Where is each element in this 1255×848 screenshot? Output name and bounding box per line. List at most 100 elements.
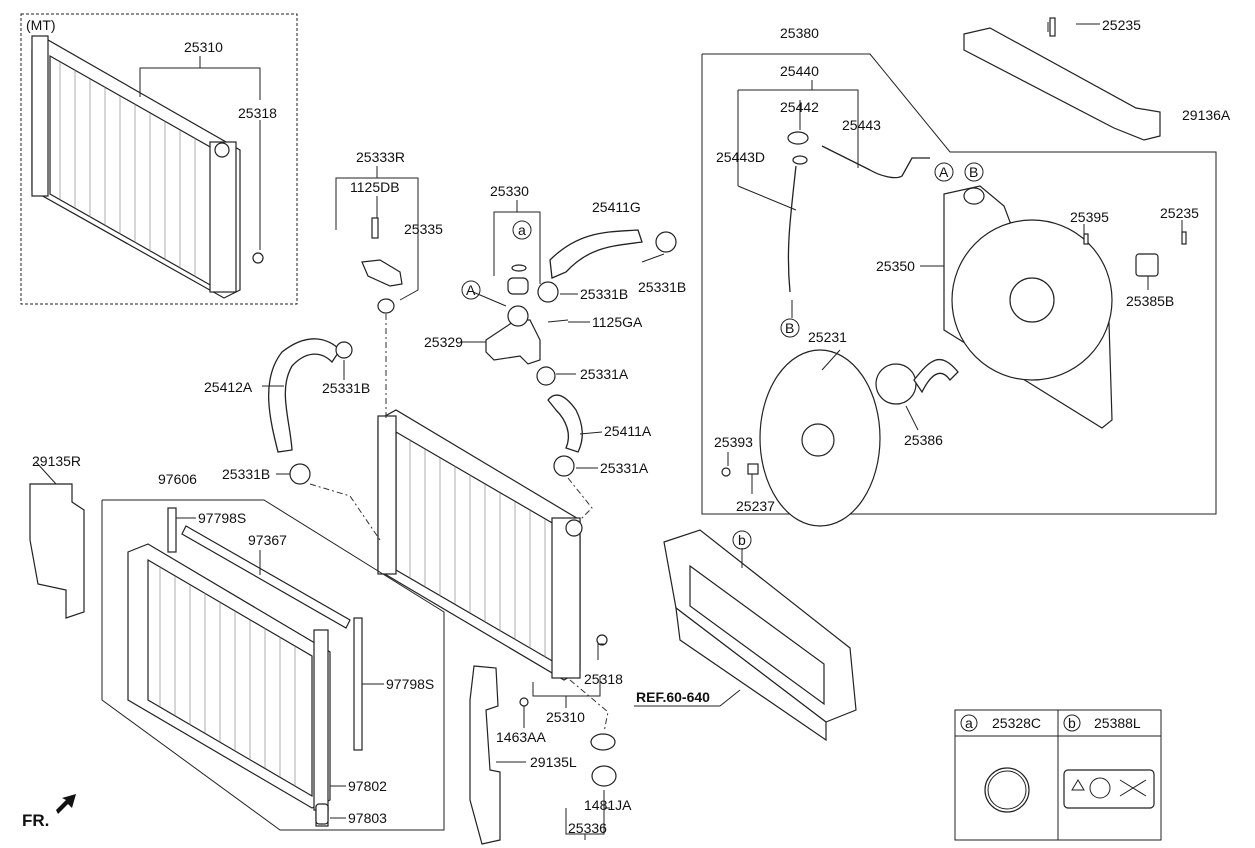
label-25393: 25393 [714,434,753,450]
clamp-25331B-d [655,231,677,253]
bolt-25395 [1083,233,1089,245]
bolt-25235-top [1049,17,1056,37]
clip-25237 [747,463,759,475]
clamp-25331B-b [289,463,311,485]
label-25331B-1: 25331B [580,286,628,302]
label-29136A: 29136A [1182,107,1231,123]
legend-b-part: 25388L [1094,715,1141,731]
seal-97367 [181,525,351,629]
circle-B-2 [780,318,800,338]
label-A-circle-1: A [466,282,476,298]
circle-A-2 [934,162,954,182]
label-25235-top: 25235 [1102,17,1141,33]
air-guide-29135R [29,483,85,619]
condenser-group-outline [101,499,445,831]
label-97803: 97803 [348,810,387,826]
label-mt: (MT) [26,17,56,33]
label-25443D: 25443D [716,149,765,165]
label-25318-bottom: 25318 [584,671,623,687]
label-1463AA: 1463AA [496,729,546,745]
insulator-top [590,733,616,751]
fan-shroud-25350 [943,185,1113,429]
label-25386: 25386 [904,432,943,448]
label-25440: 25440 [780,63,819,79]
cap-25442 [787,131,809,145]
hose-25412A [267,338,341,453]
label-97798S-1: 97798S [198,510,246,526]
radiator-mt [31,35,264,299]
legend-a-part: 25328C [992,715,1041,731]
label-1125DB: 1125DB [350,179,400,195]
dash-2 [309,483,381,541]
fan-group-outline [701,53,1217,515]
label-A-circle-2: A [939,164,949,180]
circle-B-1 [964,162,984,182]
bolt-1125GA [547,319,569,323]
label-B-circle-2: B [785,320,794,336]
label-25411A: 25411A [604,423,652,439]
legend-box [954,709,1162,841]
reservoir-cap [963,187,985,205]
label-a-circle-1: a [518,222,526,238]
resistor-25385B [1135,253,1159,277]
carrier-front-end [663,529,857,742]
radiator-main [377,409,608,681]
circle-A-1 [461,280,481,300]
seal-25442 [792,155,808,165]
gasket-25330 [507,277,529,295]
label-25235-mid: 25235 [1160,205,1199,221]
label-25412A: 25412A [204,379,253,395]
dash-3 [567,477,593,521]
label-25336: 25336 [568,820,607,836]
label-25237: 25237 [736,498,775,514]
label-25331B-2: 25331B [638,279,686,295]
label-25395: 25395 [1070,209,1109,225]
label-25231: 25231 [808,329,847,345]
label-1481JA: 1481JA [584,797,632,813]
label-1125GA: 1125GA [592,314,643,330]
bracket-25333R [361,259,403,287]
insulator-25335 [377,298,395,314]
label-B-circle-1: B [969,164,978,180]
o-ring [511,264,527,272]
label-29135L: 29135L [530,754,577,770]
legend-a-letter: a [965,715,973,731]
seal-29136A [963,27,1161,141]
fan-motor-25386 [875,363,917,405]
label-25310-top: 25310 [184,39,223,55]
label-fr: FR. [22,811,49,830]
label-25331B-3: 25331B [322,380,370,396]
label-25329: 25329 [424,334,463,350]
dash-4 [569,679,609,733]
label-25331A-2: 25331A [600,460,649,476]
label-25411G: 25411G [592,199,641,215]
bolt-1125DB [371,217,379,239]
label-ref: REF.60-640 [636,689,710,705]
condenser [127,543,331,827]
label-25318-top: 25318 [238,105,277,121]
circle-a-1 [512,220,532,240]
label-97367: 97367 [248,532,287,548]
fan-blade-25231 [759,349,881,527]
fitting-25329 [485,319,541,365]
hose-25411G [549,229,643,279]
circle-b-1 [732,530,752,550]
seal-97798S-b [353,617,363,751]
label-97606: 97606 [158,471,197,487]
label-25330: 25330 [490,183,529,199]
insulator-1481JA [591,765,617,787]
label-25380: 25380 [780,25,819,41]
bolt-25235-mid [1181,231,1187,245]
fitting-neck [507,305,529,327]
bolt-1463AA [519,697,529,707]
hose-25443D [787,165,797,293]
label-25331B-4: 25331B [222,466,270,482]
leader-lines [35,22,1183,840]
clamp-25331B-c [537,281,559,303]
hose-25411A [547,394,583,453]
label-25310-bottom: 25310 [546,709,585,725]
label-25335: 25335 [404,221,443,237]
label-25350: 25350 [876,258,915,274]
label-25333R: 25333R [356,149,405,165]
